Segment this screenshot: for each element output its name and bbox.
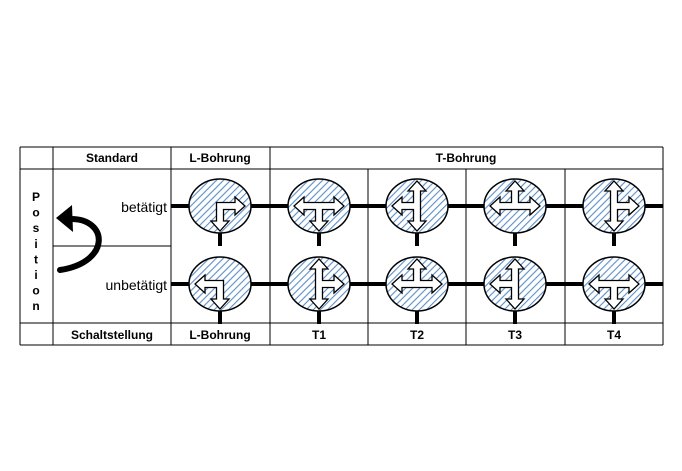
position-letter: i [34,237,37,251]
valve-not-actuated-5 [582,256,646,324]
valve-not-actuated-4 [483,256,547,324]
valve-actuated-5 [582,178,646,246]
valve-not-actuated-3 [385,256,449,324]
valve-actuated-2 [287,178,351,246]
curved-switch-arrow-icon [56,205,102,273]
position-letter: n [32,299,39,313]
header-t-bohrung: T-Bohrung [436,151,497,165]
flow-arrow-icon [489,258,526,310]
footer-t3: T3 [508,328,522,342]
position-letter: s [33,221,40,235]
footer-l-bohrung: L-Bohrung [189,328,250,342]
flow-arrow-icon [209,195,246,232]
footer-t4: T4 [607,328,621,342]
valve-not-actuated-1 [188,256,252,324]
footer-schaltstellung: Schaltstellung [71,328,153,342]
footer-t2: T2 [410,328,424,342]
position-letter: o [32,206,39,220]
flow-arrow-icon [391,258,443,295]
row-label-actuated: betätigt [121,199,167,215]
valve-actuated-3 [385,178,449,246]
position-letter: P [32,190,40,204]
flow-arrow-icon [603,180,640,232]
valve-actuated-1 [188,178,252,246]
header-l-bohrung: L-Bohrung [189,151,250,165]
position-letter: o [32,284,39,298]
row-label-not-actuated: unbetätigt [106,277,168,293]
position-letter: i [34,268,37,282]
footer-t1: T1 [312,328,326,342]
flow-arrow-icon [194,273,231,310]
table-grid [19,146,664,346]
flow-arrow-icon [588,273,640,310]
valve-symbols [188,178,646,324]
position-letter: t [34,252,38,266]
valve-actuated-4 [483,178,547,246]
flow-arrow-icon [391,180,428,232]
flow-arrow-icon [308,258,345,310]
flow-arrow-icon [489,180,541,217]
valve-not-actuated-2 [287,256,351,324]
flow-arrow-icon [293,195,345,232]
header-standard: Standard [86,151,138,165]
